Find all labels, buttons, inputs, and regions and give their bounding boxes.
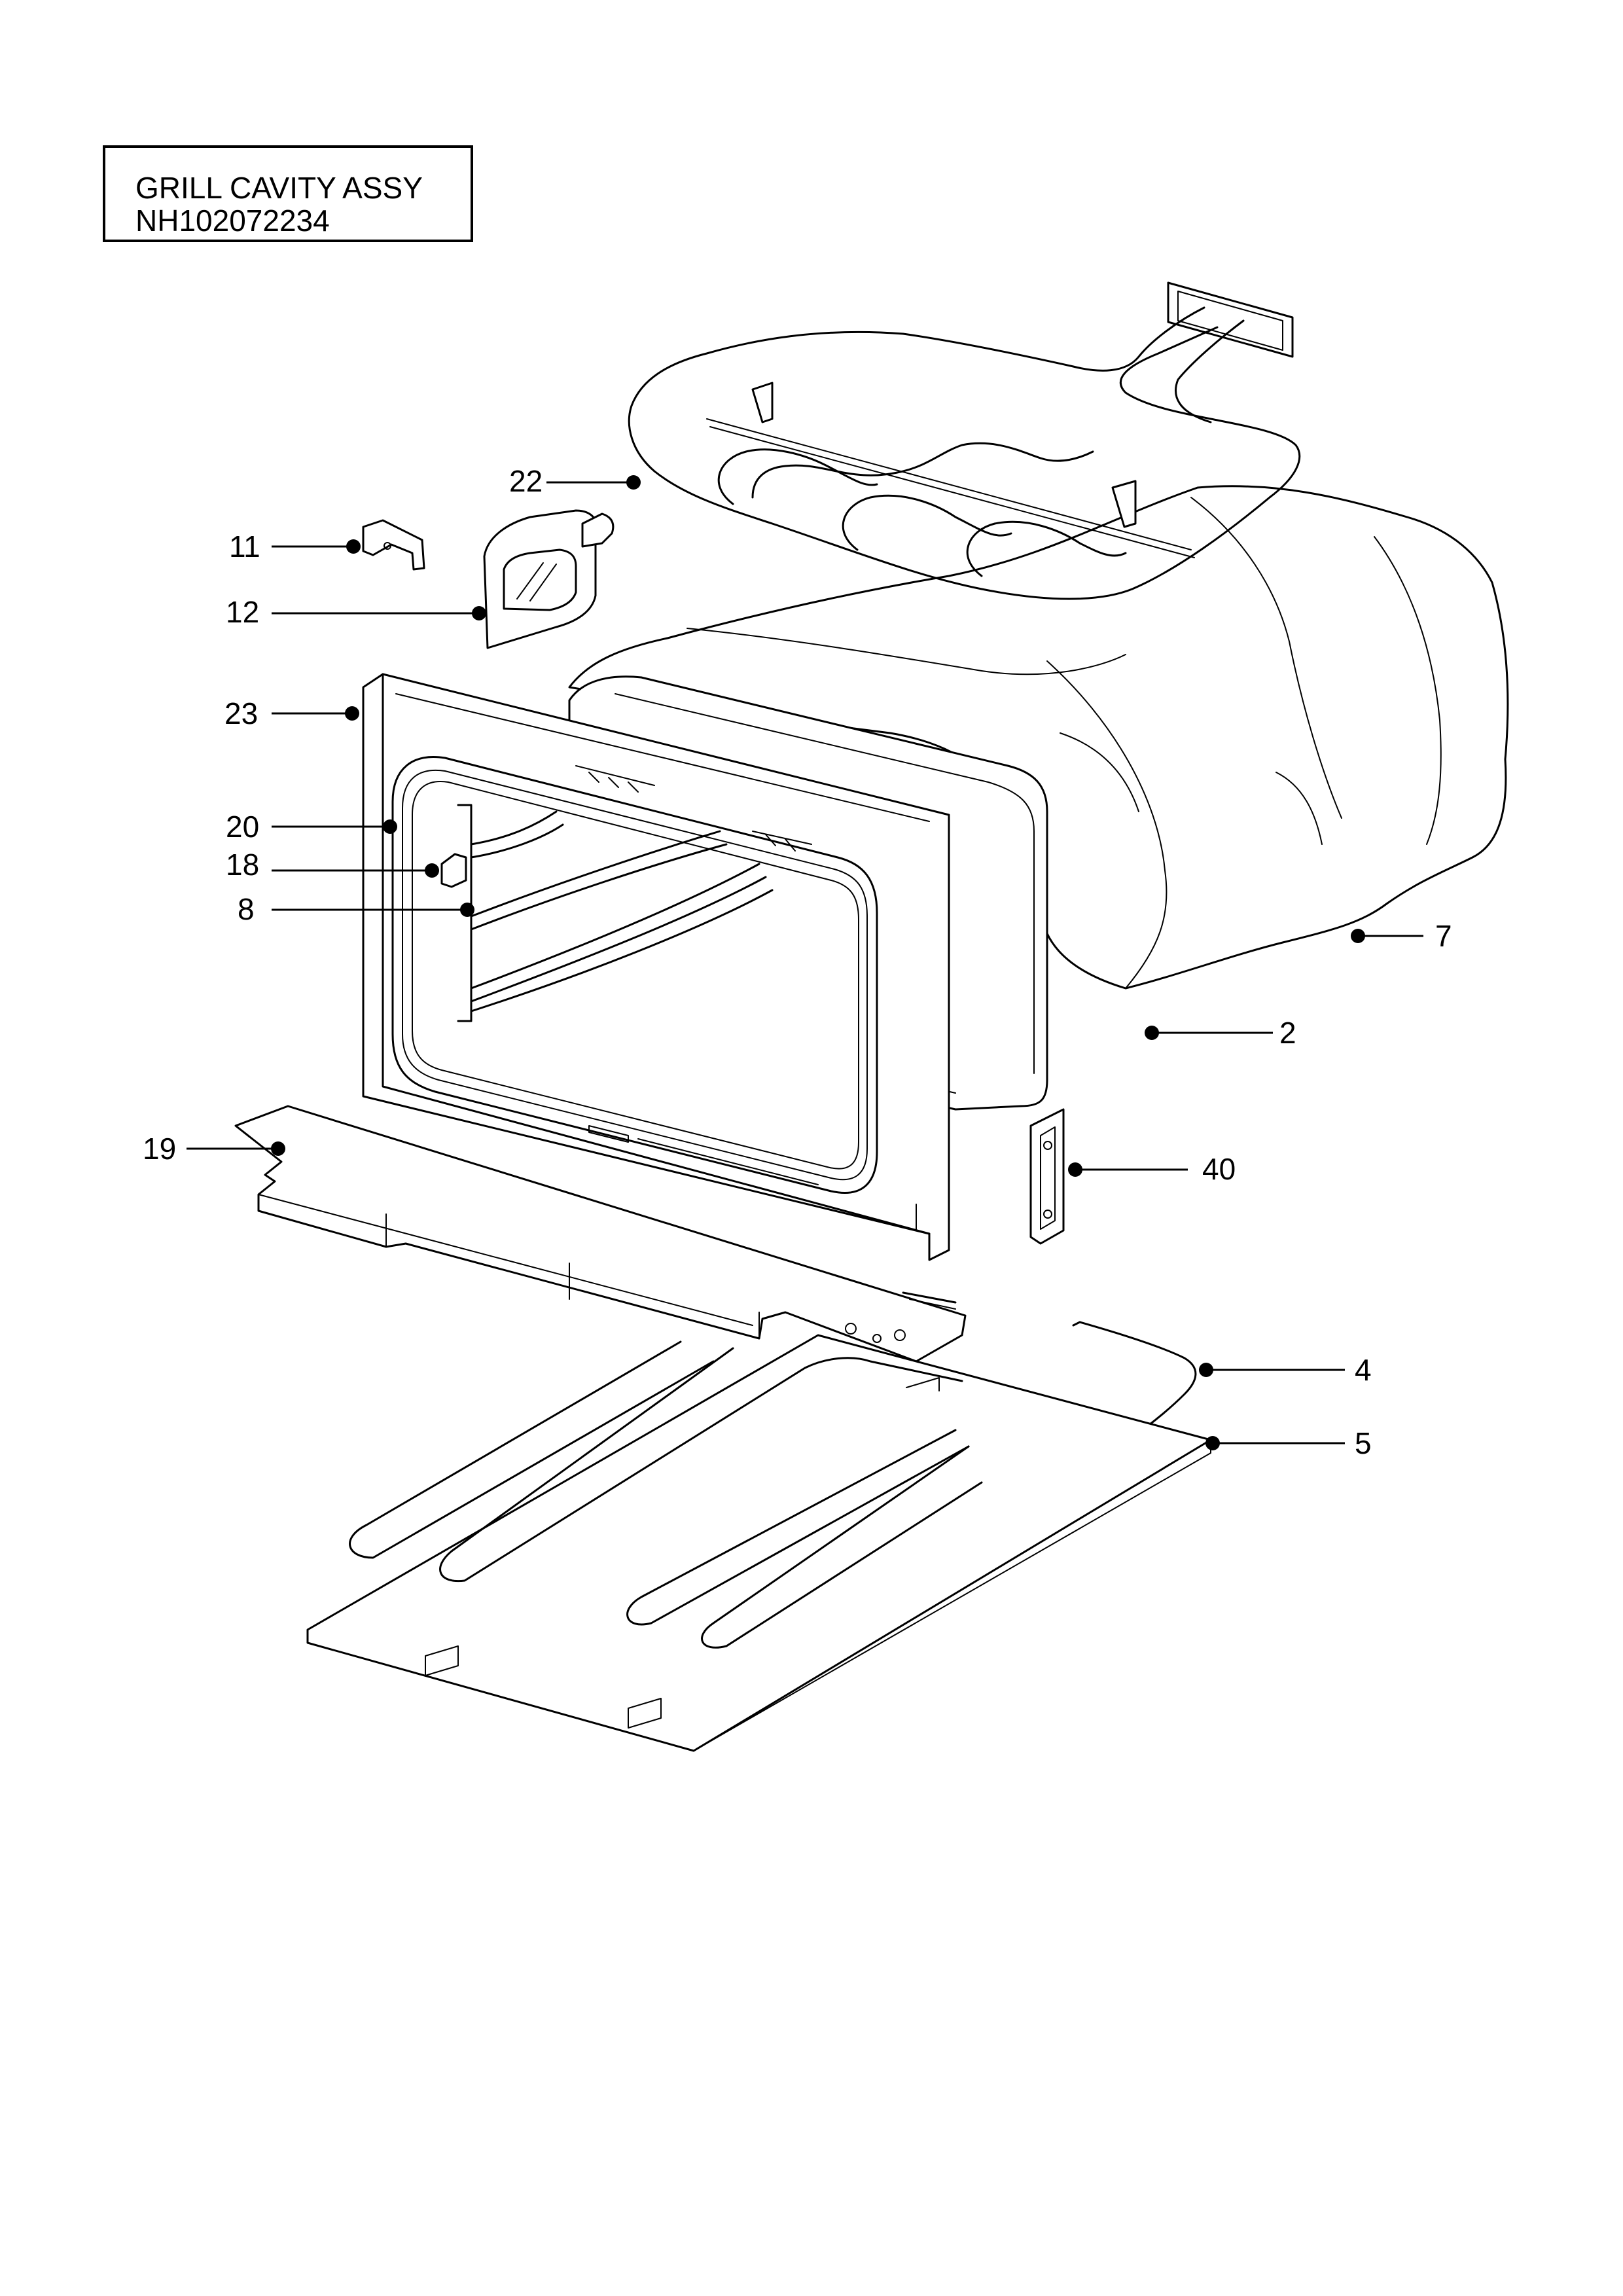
callout-7: 7 [1435,919,1452,953]
callout-23: 23 [224,696,259,730]
leader-lines [187,475,1423,1450]
lamp-assembly [483,509,615,649]
callout-11: 11 [229,529,260,564]
runner-clip [440,853,467,888]
callout-22: 22 [509,464,543,498]
shelf-runner [457,804,774,1022]
grill-element [628,281,1301,600]
callout-5: 5 [1355,1426,1372,1460]
callout-40: 40 [1202,1152,1236,1186]
thermostat-switch [1029,1108,1065,1245]
callout-2: 2 [1279,1016,1296,1050]
callout-8: 8 [238,892,255,926]
assembly-code: NH102072234 [135,204,330,238]
callout-19: 19 [143,1132,177,1166]
assembly-name: GRILL CAVITY ASSY [135,171,423,205]
title-block: GRILL CAVITY ASSY NH102072234 [103,145,473,242]
callout-12: 12 [226,595,260,629]
lower-trim [234,1105,967,1363]
callout-18: 18 [226,848,260,882]
base-element-tray [306,1334,1212,1752]
callout-20: 20 [226,810,260,844]
small-bracket [362,519,425,571]
callout-4: 4 [1355,1353,1372,1387]
